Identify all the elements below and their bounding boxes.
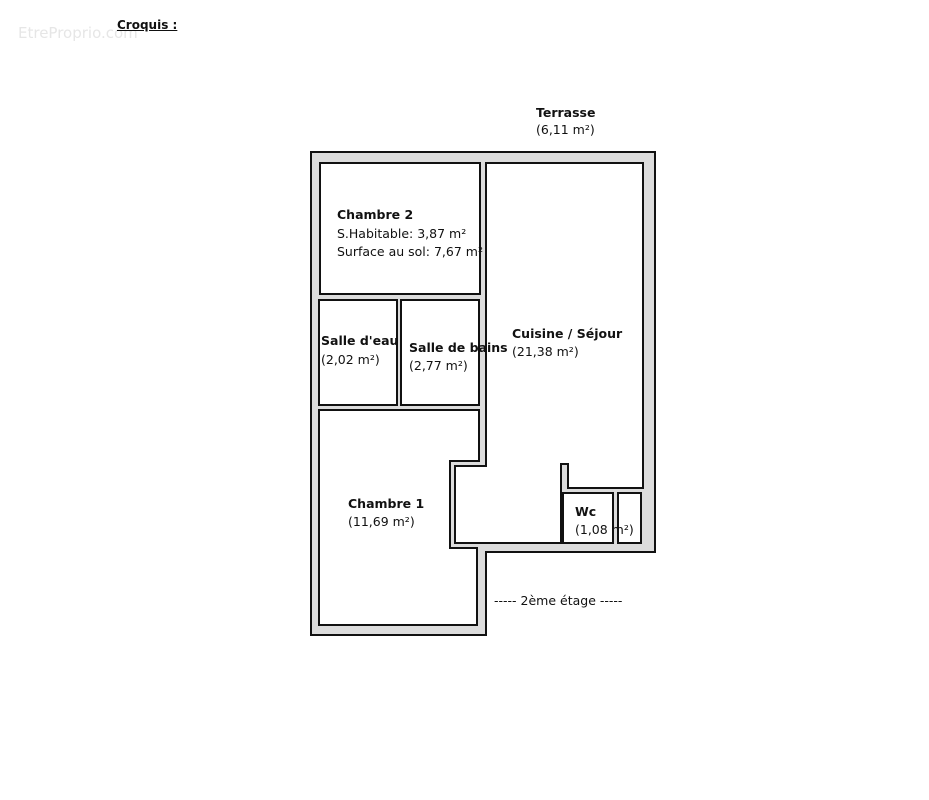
cuisine-label: Cuisine / Séjour	[512, 326, 623, 341]
salle-eau-area: (2,02 m²)	[321, 352, 380, 367]
room-cuisine-sejour	[454, 162, 644, 544]
chambre2-sol: Surface au sol: 7,67 m²	[337, 244, 483, 259]
room-closet	[617, 492, 642, 544]
wc-area: (1,08 m²)	[575, 522, 634, 537]
room-salle-bains	[400, 299, 480, 406]
room-chambre-1	[318, 409, 480, 626]
chambre2-habitable: S.Habitable: 3,87 m²	[337, 226, 467, 241]
terrasse-label: Terrasse	[536, 105, 596, 120]
chambre2-label: Chambre 2	[337, 207, 414, 222]
room-chambre-2	[319, 162, 481, 295]
cuisine-area: (21,38 m²)	[512, 344, 579, 359]
floor-label: ----- 2ème étage -----	[494, 593, 623, 608]
room-wc	[562, 492, 614, 544]
terrasse-area: (6,11 m²)	[536, 122, 595, 137]
page-title: Croquis :	[117, 18, 178, 32]
watermark: EtreProprio.com	[18, 24, 138, 42]
wc-label: Wc	[575, 504, 597, 519]
chambre1-label: Chambre 1	[348, 496, 425, 511]
salle-eau-label: Salle d'eau	[321, 333, 399, 348]
salle-bains-label: Salle de bains	[409, 340, 508, 355]
salle-bains-area: (2,77 m²)	[409, 358, 468, 373]
chambre1-area: (11,69 m²)	[348, 514, 415, 529]
room-salle-eau	[318, 299, 398, 406]
